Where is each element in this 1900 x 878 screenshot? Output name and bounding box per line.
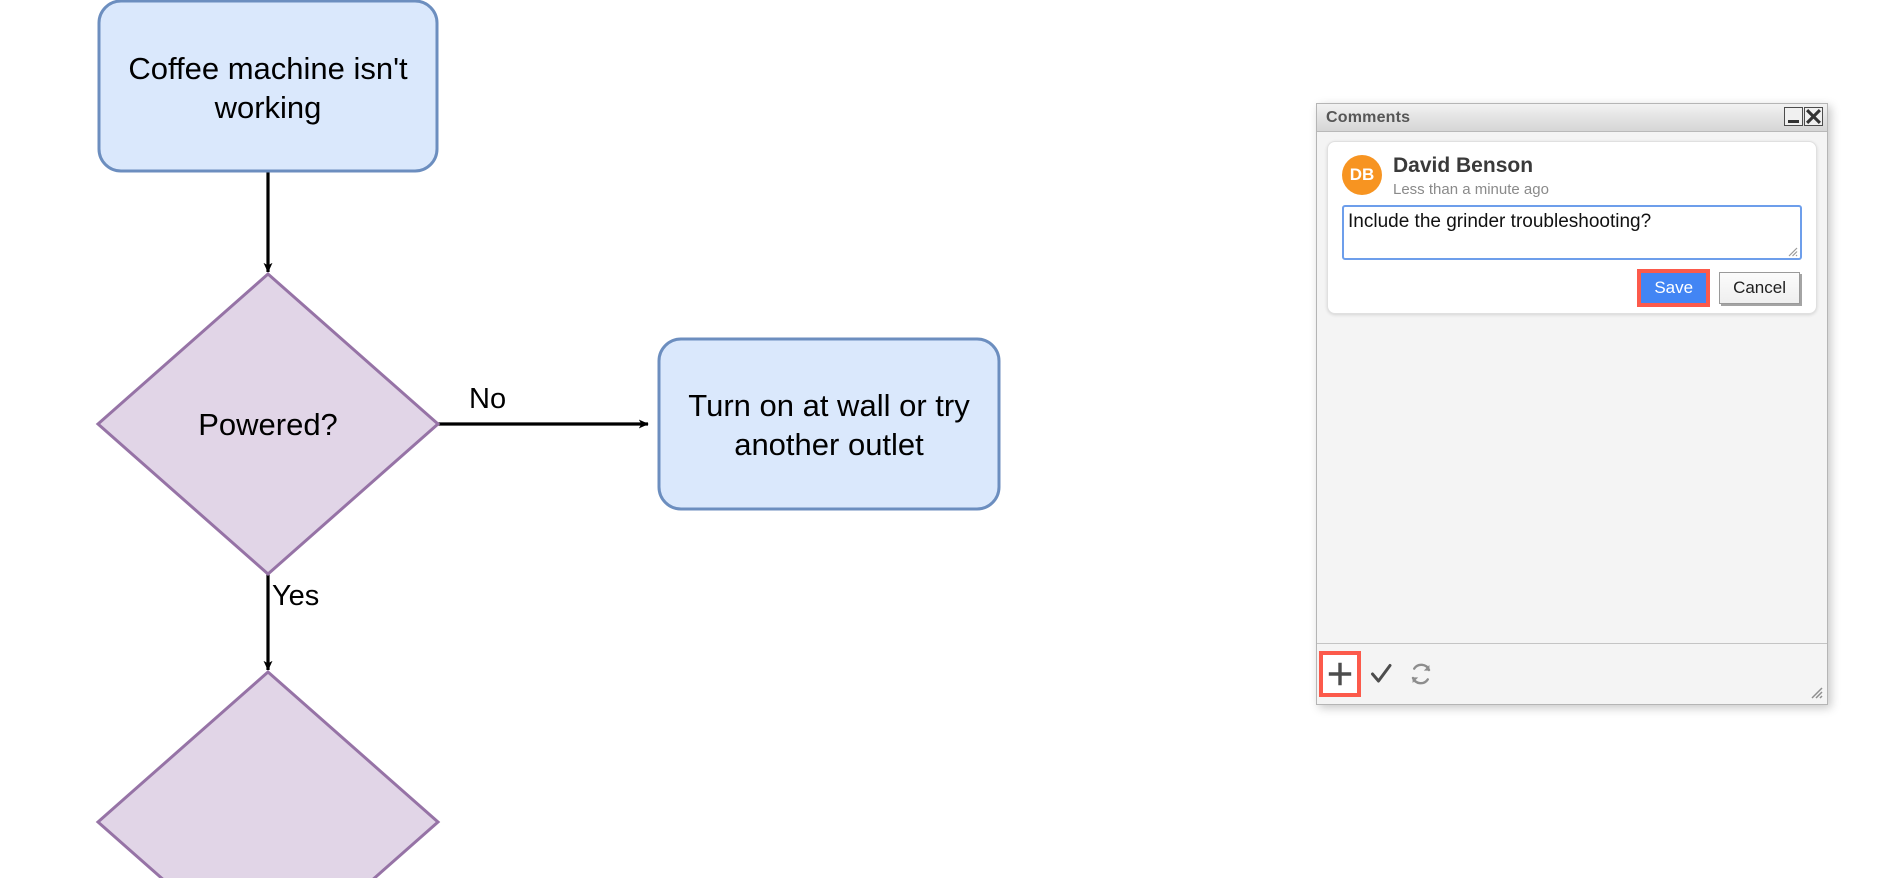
minimize-button[interactable] <box>1784 107 1803 126</box>
close-button[interactable] <box>1804 107 1823 126</box>
save-button-highlight: Save <box>1637 269 1711 307</box>
node-powered-label: Powered? <box>198 407 338 442</box>
add-comment-button[interactable] <box>1319 650 1361 697</box>
cancel-button[interactable]: Cancel <box>1719 272 1800 304</box>
comment-author-name: David Benson <box>1393 154 1534 177</box>
flowchart-node-next[interactable] <box>95 669 441 878</box>
panel-resize-grip-icon[interactable] <box>1809 685 1823 699</box>
flowchart-canvas: Coffee machine isn't working Powered? Tu… <box>95 0 1001 878</box>
comments-panel: Comments DB David Benson Less than a min… <box>1316 103 1828 705</box>
comments-list: DB David Benson Less than a minute ago S… <box>1317 132 1827 643</box>
edge-label-yes: Yes <box>272 580 319 612</box>
comment-action-buttons: Save Cancel <box>1637 269 1800 307</box>
node-outlet-label-line1: Turn on at wall or try <box>688 388 970 423</box>
author-meta: David Benson Less than a minute ago <box>1393 154 1549 199</box>
flowchart-node-outlet[interactable]: Turn on at wall or try another outlet <box>657 337 1001 511</box>
minimize-icon <box>1788 120 1799 123</box>
comment-author-row: DB David Benson Less than a minute ago <box>1342 154 1549 199</box>
edge-label-no: No <box>469 383 506 415</box>
flowchart-node-start[interactable]: Coffee machine isn't working <box>97 0 439 173</box>
comment-input[interactable] <box>1348 209 1794 255</box>
flowchart-node-powered[interactable]: Powered? <box>95 271 441 577</box>
save-button[interactable]: Save <box>1641 273 1707 303</box>
window-controls <box>1783 107 1823 126</box>
resolve-comment-button[interactable] <box>1361 652 1401 696</box>
comments-panel-title: Comments <box>1326 108 1411 126</box>
refresh-icon <box>1411 663 1431 684</box>
comment-card: DB David Benson Less than a minute ago S… <box>1327 141 1817 314</box>
comments-panel-toolbar <box>1317 643 1827 703</box>
plus-icon <box>1328 662 1352 685</box>
comments-panel-titlebar[interactable]: Comments <box>1317 104 1827 132</box>
node-start-label-line1: Coffee machine isn't <box>128 51 408 86</box>
refresh-comments-button[interactable] <box>1401 652 1441 696</box>
comment-input-wrapper <box>1342 205 1802 260</box>
check-icon <box>1371 663 1392 682</box>
node-outlet-label-line2: another outlet <box>734 427 924 462</box>
comment-timestamp: Less than a minute ago <box>1393 181 1549 198</box>
avatar: DB <box>1342 155 1382 195</box>
node-start-label-line2: working <box>214 90 322 125</box>
close-icon <box>1806 109 1821 124</box>
